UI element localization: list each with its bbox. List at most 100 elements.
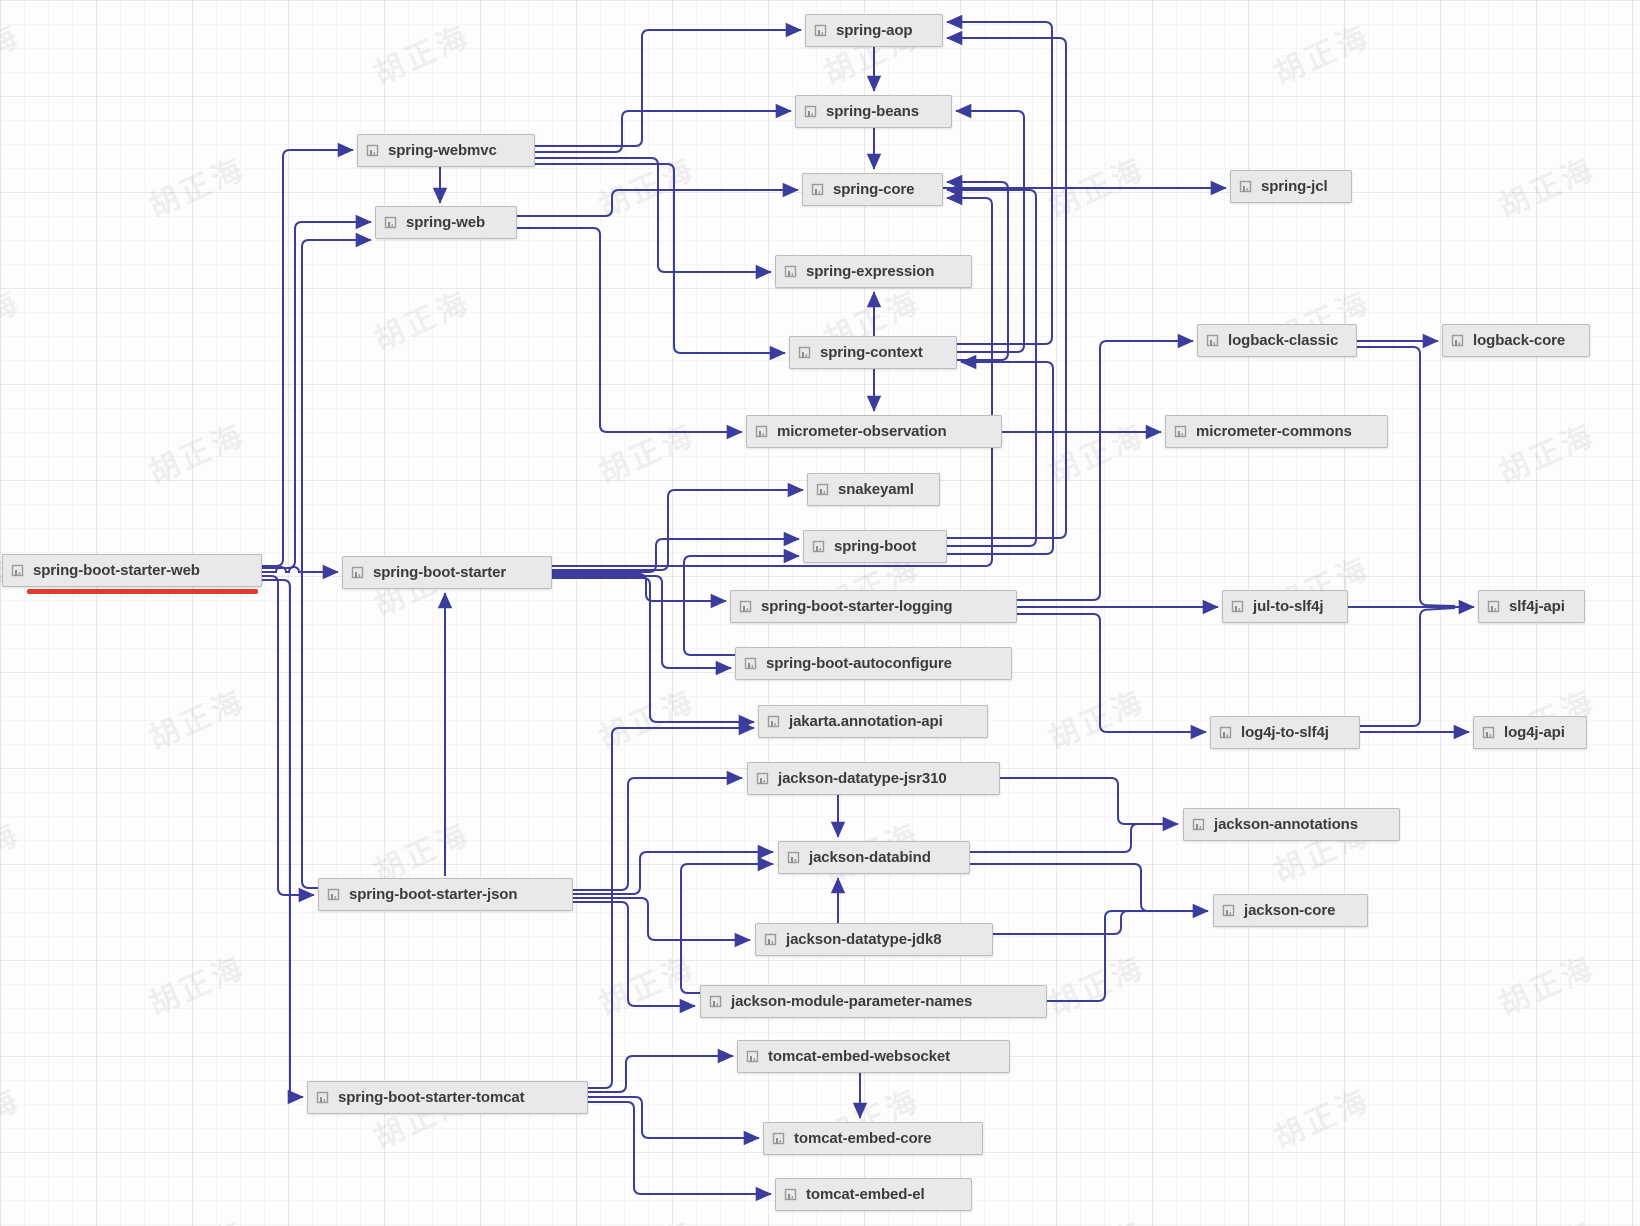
graph-node-spring-boot[interactable]: spring-boot (803, 530, 947, 563)
edge-spring-context-to-spring-aop (946, 14, 1053, 345)
node-label: jackson-module-parameter-names (731, 993, 973, 1010)
library-icon (1192, 818, 1205, 830)
edge-jackson-datatype-jsr310-to-jackson-annotations (1000, 777, 1178, 825)
graph-node-jackson-module-parameter-names[interactable]: jackson-module-parameter-names (700, 985, 1047, 1018)
node-label: spring-webmvc (388, 142, 497, 159)
edge-spring-boot-starter-to-spring-core (552, 190, 993, 567)
library-icon (811, 183, 824, 195)
edge-spring-context-to-spring-beans (955, 103, 1025, 353)
graph-node-jackson-databind[interactable]: jackson-databind (778, 841, 970, 874)
edge-spring-boot-starter-to-snakeyaml (552, 482, 804, 571)
library-icon (1174, 425, 1187, 437)
edge-jackson-module-parameter-names-to-jackson-core (1047, 910, 1208, 1002)
node-label: spring-context (820, 344, 923, 361)
node-label: log4j-api (1504, 724, 1565, 741)
edge-spring-boot-starter-to-spring-boot-autoconfigure (552, 575, 732, 676)
edge-spring-webmvc-to-spring-expression (535, 157, 772, 280)
graph-node-jackson-datatype-jsr310[interactable]: jackson-datatype-jsr310 (747, 762, 1000, 795)
node-label: logback-core (1473, 332, 1566, 349)
graph-node-tomcat-embed-websocket[interactable]: tomcat-embed-websocket (737, 1040, 1010, 1073)
graph-node-logback-classic[interactable]: logback-classic (1197, 324, 1357, 357)
node-label: spring-aop (836, 22, 913, 39)
node-label: log4j-to-slf4j (1241, 724, 1329, 741)
edge-spring-context-to-spring-core (946, 174, 1009, 361)
node-label: spring-boot-starter (373, 564, 507, 581)
edge-spring-webmvc-to-spring-beans (535, 103, 792, 153)
library-icon (798, 346, 811, 358)
graph-node-spring-context[interactable]: spring-context (789, 336, 957, 369)
graph-node-micrometer-observation[interactable]: micrometer-observation (746, 415, 1002, 448)
edge-spring-webmvc-to-spring-context (535, 163, 786, 361)
node-label: jakarta.annotation-api (789, 713, 943, 730)
library-icon (746, 1050, 759, 1062)
graph-node-spring-boot-starter-logging[interactable]: spring-boot-starter-logging (730, 590, 1017, 623)
node-label: jackson-datatype-jsr310 (778, 770, 947, 787)
library-icon (814, 24, 827, 36)
edge-spring-boot-starter-tomcat-to-tomcat-embed-core (588, 1096, 760, 1146)
edge-jackson-module-parameter-names-to-jackson-databind (680, 856, 774, 994)
edge-spring-web-to-micrometer-observation (517, 227, 743, 440)
edge-spring-boot-starter-json-to-jackson-databind (573, 844, 774, 895)
graph-node-spring-aop[interactable]: spring-aop (805, 14, 943, 47)
edge-spring-boot-starter-json-to-jackson-datatype-jdk8 (573, 897, 751, 948)
graph-node-spring-jcl[interactable]: spring-jcl (1230, 170, 1352, 203)
library-icon (366, 144, 379, 156)
library-icon (767, 715, 780, 727)
graph-node-spring-boot-autoconfigure[interactable]: spring-boot-autoconfigure (735, 647, 1012, 680)
library-icon (327, 888, 340, 900)
library-icon (739, 600, 752, 612)
graph-node-jackson-annotations[interactable]: jackson-annotations (1183, 808, 1400, 841)
graph-node-spring-boot-starter-tomcat[interactable]: spring-boot-starter-tomcat (307, 1081, 588, 1114)
library-icon (816, 483, 829, 495)
graph-node-tomcat-embed-core[interactable]: tomcat-embed-core (763, 1122, 983, 1155)
graph-node-slf4j-api[interactable]: slf4j-api (1478, 590, 1585, 623)
graph-node-spring-boot-starter-json[interactable]: spring-boot-starter-json (318, 878, 573, 911)
node-label: spring-boot-starter-logging (761, 598, 953, 615)
graph-node-jackson-core[interactable]: jackson-core (1213, 894, 1368, 927)
library-icon (11, 564, 24, 576)
edge-spring-boot-to-spring-aop (946, 30, 1067, 539)
node-label: spring-boot-starter-tomcat (338, 1089, 525, 1106)
graph-node-snakeyaml[interactable]: snakeyaml (807, 473, 940, 506)
edge-spring-boot-starter-tomcat-to-tomcat-embed-websocket (588, 1048, 734, 1093)
edge-log4j-to-slf4j-to-slf4j-api (1360, 607, 1456, 727)
library-icon (316, 1091, 329, 1103)
graph-node-spring-beans[interactable]: spring-beans (795, 95, 952, 128)
library-icon (1451, 334, 1464, 346)
node-label: spring-boot-starter-web (33, 562, 200, 579)
edge-spring-boot-starter-json-to-spring-web (301, 232, 372, 889)
library-icon (787, 851, 800, 863)
node-label: micrometer-observation (777, 423, 947, 440)
library-icon (384, 216, 397, 228)
node-label: spring-beans (826, 103, 919, 120)
graph-node-spring-expression[interactable]: spring-expression (775, 255, 972, 288)
graph-node-logback-core[interactable]: logback-core (1442, 324, 1590, 357)
graph-node-spring-web[interactable]: spring-web (375, 206, 517, 239)
graph-node-spring-core[interactable]: spring-core (802, 173, 943, 206)
node-label: slf4j-api (1509, 598, 1565, 615)
library-icon (1239, 180, 1252, 192)
graph-node-spring-boot-starter-web[interactable]: spring-boot-starter-web (2, 554, 262, 587)
graph-node-log4j-api[interactable]: log4j-api (1473, 716, 1587, 749)
edge-spring-boot-starter-tomcat-to-jakarta.annotation-api (588, 720, 755, 1089)
node-label: spring-boot-starter-json (349, 886, 518, 903)
graph-node-jul-to-slf4j[interactable]: jul-to-slf4j (1222, 590, 1348, 623)
edge-spring-boot-starter-json-to-jackson-datatype-jsr310 (573, 770, 743, 891)
node-label: logback-classic (1228, 332, 1339, 349)
graph-node-jackson-datatype-jdk8[interactable]: jackson-datatype-jdk8 (755, 923, 993, 956)
node-label: micrometer-commons (1196, 423, 1352, 440)
graph-node-spring-webmvc[interactable]: spring-webmvc (357, 134, 535, 167)
library-icon (709, 995, 722, 1007)
graph-node-tomcat-embed-el[interactable]: tomcat-embed-el (775, 1178, 972, 1211)
selected-node-underline (27, 589, 258, 594)
graph-node-log4j-to-slf4j[interactable]: log4j-to-slf4j (1210, 716, 1360, 749)
node-label: spring-boot-autoconfigure (766, 655, 952, 672)
node-label: spring-boot (834, 538, 917, 555)
graph-node-micrometer-commons[interactable]: micrometer-commons (1165, 415, 1388, 448)
graph-node-spring-boot-starter[interactable]: spring-boot-starter (342, 556, 552, 589)
graph-node-jakarta.annotation-api[interactable]: jakarta.annotation-api (758, 705, 988, 738)
edge-spring-boot-autoconfigure-to-spring-boot (683, 548, 800, 656)
library-icon (812, 540, 825, 552)
